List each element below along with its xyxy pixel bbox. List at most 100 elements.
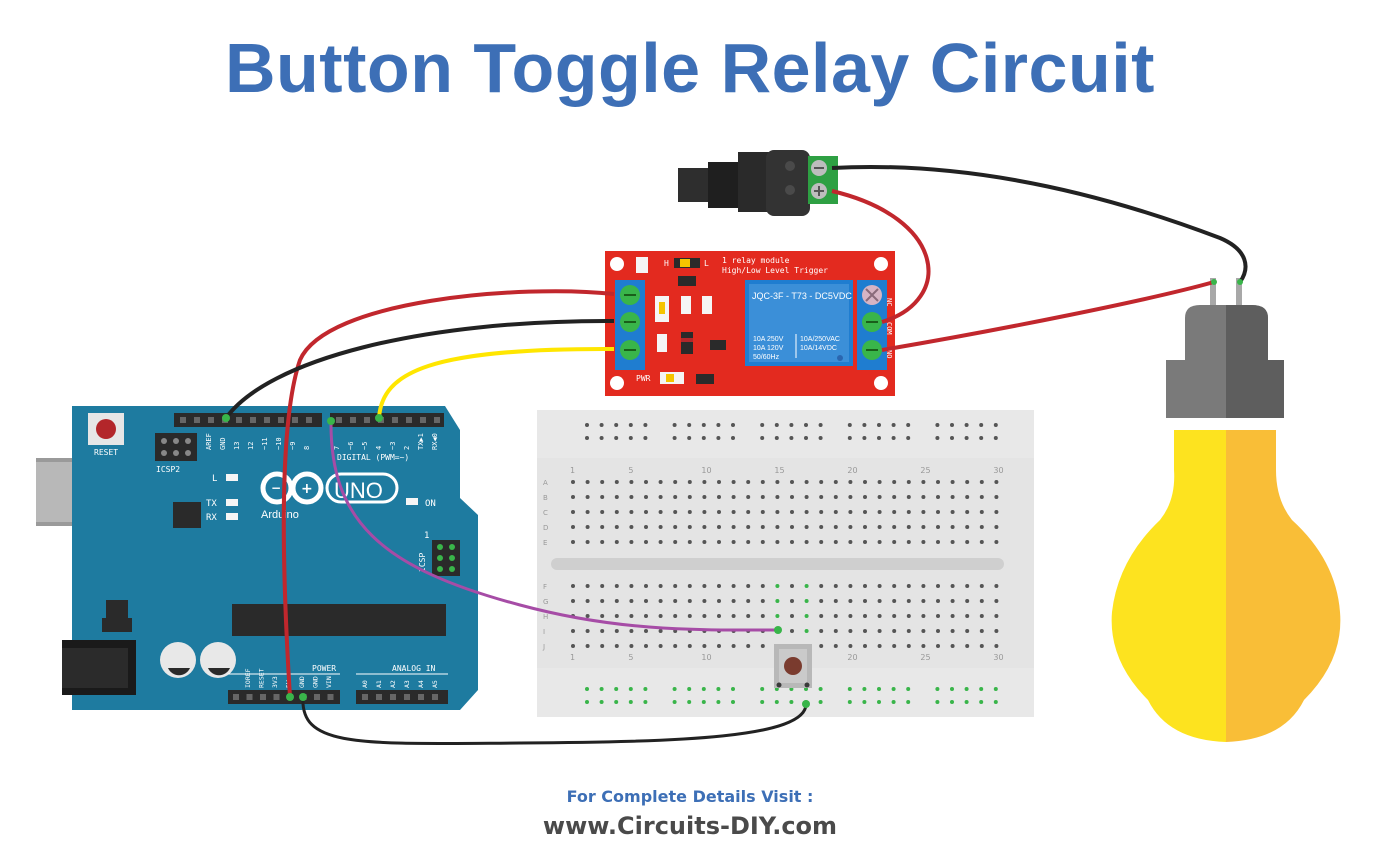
- wires: [222, 164, 1248, 745]
- breadboard-column-number: 25: [920, 653, 930, 662]
- push-button[interactable]: [774, 644, 812, 688]
- diode: [681, 332, 693, 354]
- breadboard-row-letter: B: [543, 494, 548, 502]
- power-label: POWER: [312, 664, 336, 673]
- light-bulb-icon: [1111, 278, 1341, 742]
- led-tx: [226, 499, 238, 506]
- arduino-pin-label: 12: [247, 442, 255, 450]
- arduino-analog-pin-label: A1: [375, 680, 383, 688]
- optocoupler: [710, 340, 726, 350]
- relay-module: NC COM NO H L 1 relay module High/Low Le…: [605, 251, 895, 396]
- wire-button-gnd-black: [301, 696, 808, 745]
- voltage-regulator: [106, 600, 128, 620]
- arduino-pin-label: 7: [333, 446, 341, 450]
- arduino-analog-pin-label: A4: [417, 680, 425, 688]
- bulb-prong-right: [1236, 278, 1242, 308]
- reset-label: RESET: [94, 448, 118, 457]
- footer-website-link[interactable]: www.Circuits-DIY.com: [542, 812, 838, 840]
- breadboard-column-number: 5: [628, 466, 633, 475]
- breadboard-column-number: 30: [993, 653, 1003, 662]
- smd-resistor: [696, 374, 714, 384]
- breadboard-row-letter: F: [543, 583, 547, 591]
- wire-button-purple: [329, 420, 779, 632]
- wire-bulb-red: [881, 280, 1215, 352]
- digital-header-left: [174, 413, 322, 427]
- relay-no-label: NO: [885, 350, 893, 358]
- resistor-2: [681, 296, 691, 314]
- icsp2-header: [155, 433, 197, 461]
- arduino-pin-label: ~11: [261, 437, 269, 450]
- breadboard-row-letter: J: [542, 643, 545, 651]
- analog-header: [356, 690, 448, 704]
- bulb-glass-left: [1111, 430, 1226, 742]
- breadboard-center-channel: [551, 558, 1004, 570]
- breadboard-column-number: 10: [701, 466, 711, 475]
- led-rx: [226, 513, 238, 520]
- relay-title-line1: 1 relay module: [722, 256, 790, 265]
- resistor-3: [702, 296, 712, 314]
- breadboard-column-number: 1: [570, 653, 575, 662]
- power-header: [228, 690, 340, 704]
- breadboard-row-letter: E: [543, 539, 547, 547]
- arduino-logo: − +: [260, 471, 399, 505]
- svg-text:−: −: [271, 481, 281, 495]
- breadboard-holes: [571, 423, 999, 704]
- led-on: [406, 498, 418, 505]
- digital-header-right: [330, 413, 444, 427]
- footer-visit-label: For Complete Details Visit :: [566, 787, 814, 806]
- arduino-power-pin-label: RESET: [258, 668, 266, 688]
- relay-com-label: COM: [885, 322, 893, 335]
- arduino-power-pin-label: GND: [312, 676, 320, 688]
- breadboard-column-number: 30: [993, 466, 1003, 475]
- arduino-analog-pin-label: A5: [431, 680, 439, 688]
- arduino-power-pin-label: IOREF: [244, 668, 252, 688]
- analog-in-label: ANALOG IN: [392, 664, 436, 673]
- icsp-header: [432, 540, 460, 576]
- breadboard-row-letter: H: [543, 613, 548, 621]
- wire-supply-red: [831, 189, 931, 324]
- tx-label: TX: [206, 499, 217, 509]
- icsp-one-label: 1: [424, 531, 429, 541]
- wire-5v-red: [281, 289, 615, 698]
- usb-chip: [173, 502, 201, 528]
- relay-rating-left-1: 10A 250V: [753, 336, 784, 343]
- wire-signal-yellow: [377, 346, 615, 419]
- breadboard-row-letter: A: [543, 479, 548, 487]
- digital-label: DIGITAL (PWM=~): [337, 453, 409, 462]
- relay-rating-left-3: 50/60Hz: [753, 354, 780, 361]
- breadboard-row-letter: D: [543, 524, 548, 532]
- wire-bulb-black: [831, 164, 1248, 284]
- arduino-power-pin-label: 3V3: [271, 676, 279, 688]
- rx-label: RX: [206, 513, 217, 523]
- bulb-prong-left: [1210, 278, 1216, 308]
- relay-nc-label: NC: [885, 298, 893, 306]
- arduino-pin-label: ~5: [361, 442, 369, 450]
- breadboard-row-letter: G: [543, 598, 548, 606]
- relay-rating-left-2: 10A 120V: [753, 345, 784, 352]
- breadboard-row-letter: I: [543, 628, 545, 636]
- breadboard-column-number: 1: [570, 466, 575, 475]
- diagram-title: Button Toggle Relay Circuit: [225, 29, 1155, 107]
- pwr-label: PWR: [636, 374, 651, 383]
- arduino-pin-label: 13: [233, 442, 241, 450]
- led-l-label: L: [212, 474, 217, 484]
- on-label: ON: [425, 499, 436, 509]
- breadboard-column-number: 25: [920, 466, 930, 475]
- breadboard-column-number: 15: [774, 466, 784, 475]
- arduino-brand: Arduino: [261, 509, 299, 521]
- arduino-pin-label: GND: [219, 437, 227, 450]
- breadboard-column-number: 5: [628, 653, 633, 662]
- wire-gnd-black: [224, 318, 615, 420]
- jumper-l-label: L: [704, 259, 709, 268]
- arduino-pin-label: ~3: [389, 442, 397, 450]
- breadboard-row-letter: C: [543, 509, 548, 517]
- dc-barrel-jack-adapter: [678, 150, 838, 216]
- icsp2-label: ICSP2: [156, 465, 180, 474]
- arduino-pin-label: 2: [403, 446, 411, 450]
- arduino-pin-label: 4: [375, 446, 383, 450]
